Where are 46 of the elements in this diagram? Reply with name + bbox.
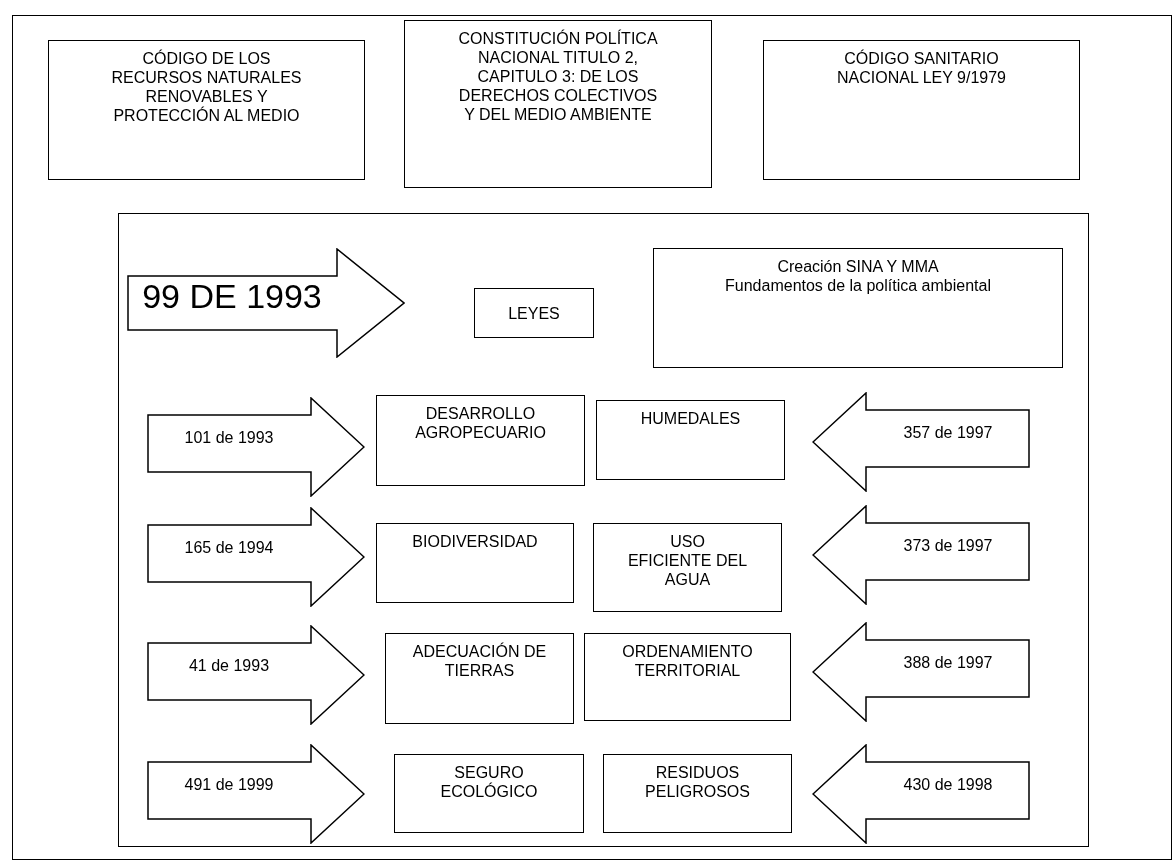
text-box — [584, 633, 791, 721]
pointer-box — [812, 622, 1030, 722]
pointer-box — [147, 625, 365, 725]
pointer-box — [147, 507, 365, 607]
box-label: CÓDIGO DE LOS RECURSOS NATURALES RENOVABLES Y PROTECCIÓN AL MEDIO — [111, 49, 302, 125]
pointer-box — [147, 744, 365, 844]
pointer-box-label: 373 de 1997 — [903, 535, 993, 556]
text-box — [404, 20, 712, 188]
pointer-box-label: 99 DE 1993 — [142, 279, 322, 313]
text-box — [376, 523, 574, 603]
box-label: ORDENAMIENTO TERRITORIAL — [621, 642, 754, 680]
pointer-box — [812, 744, 1030, 844]
pointer-box — [812, 392, 1030, 492]
text-box — [603, 754, 792, 833]
pointer-box-label: 388 de 1997 — [903, 652, 993, 673]
text-box — [474, 288, 594, 338]
text-box — [394, 754, 584, 833]
text-box — [653, 248, 1063, 368]
group-frame — [118, 213, 1089, 847]
box-label: Fundamentos de la política ambiental — [725, 276, 991, 295]
box-label: CONSTITUCIÓN POLÍTICA NACIONAL TITULO 2, CAPITULO 3: DE LOS DERECHOS COLECTIVOS Y DEL MEDIO AMBIENTE — [458, 29, 658, 124]
pointer-box — [812, 505, 1030, 605]
text-box — [385, 633, 574, 724]
text-box — [593, 523, 782, 612]
pointer-box-label: 491 de 1999 — [184, 774, 274, 795]
pointer-box-label: 357 de 1997 — [903, 422, 993, 443]
pointer-box — [127, 248, 405, 358]
box-label: CÓDIGO SANITARIO NACIONAL LEY 9/1979 — [836, 49, 1007, 87]
box-label: BIODIVERSIDAD — [412, 532, 538, 551]
pointer-box-label: 165 de 1994 — [184, 537, 274, 558]
box-label: LEYES — [508, 303, 560, 323]
text-box — [596, 400, 785, 480]
text-box — [48, 40, 365, 180]
pointer-box-label: 430 de 1998 — [903, 774, 993, 795]
box-label: Creación SINA Y MMA — [777, 257, 939, 276]
box-label: SEGURO ECOLÓGICO — [439, 763, 539, 801]
pointer-box-label: 41 de 1993 — [188, 655, 270, 676]
box-label: ADECUACIÓN DE TIERRAS — [411, 642, 548, 680]
text-box — [376, 395, 585, 486]
text-box — [763, 40, 1080, 180]
pointer-box — [147, 397, 365, 497]
box-label: RESIDUOS PELIGROSOS — [644, 763, 751, 801]
box-label: DESARROLLO AGROPECUARIO — [414, 404, 547, 442]
box-label: HUMEDALES — [640, 409, 741, 428]
box-label: USO EFICIENTE DEL AGUA — [627, 532, 748, 589]
pointer-box-label: 101 de 1993 — [184, 427, 274, 448]
